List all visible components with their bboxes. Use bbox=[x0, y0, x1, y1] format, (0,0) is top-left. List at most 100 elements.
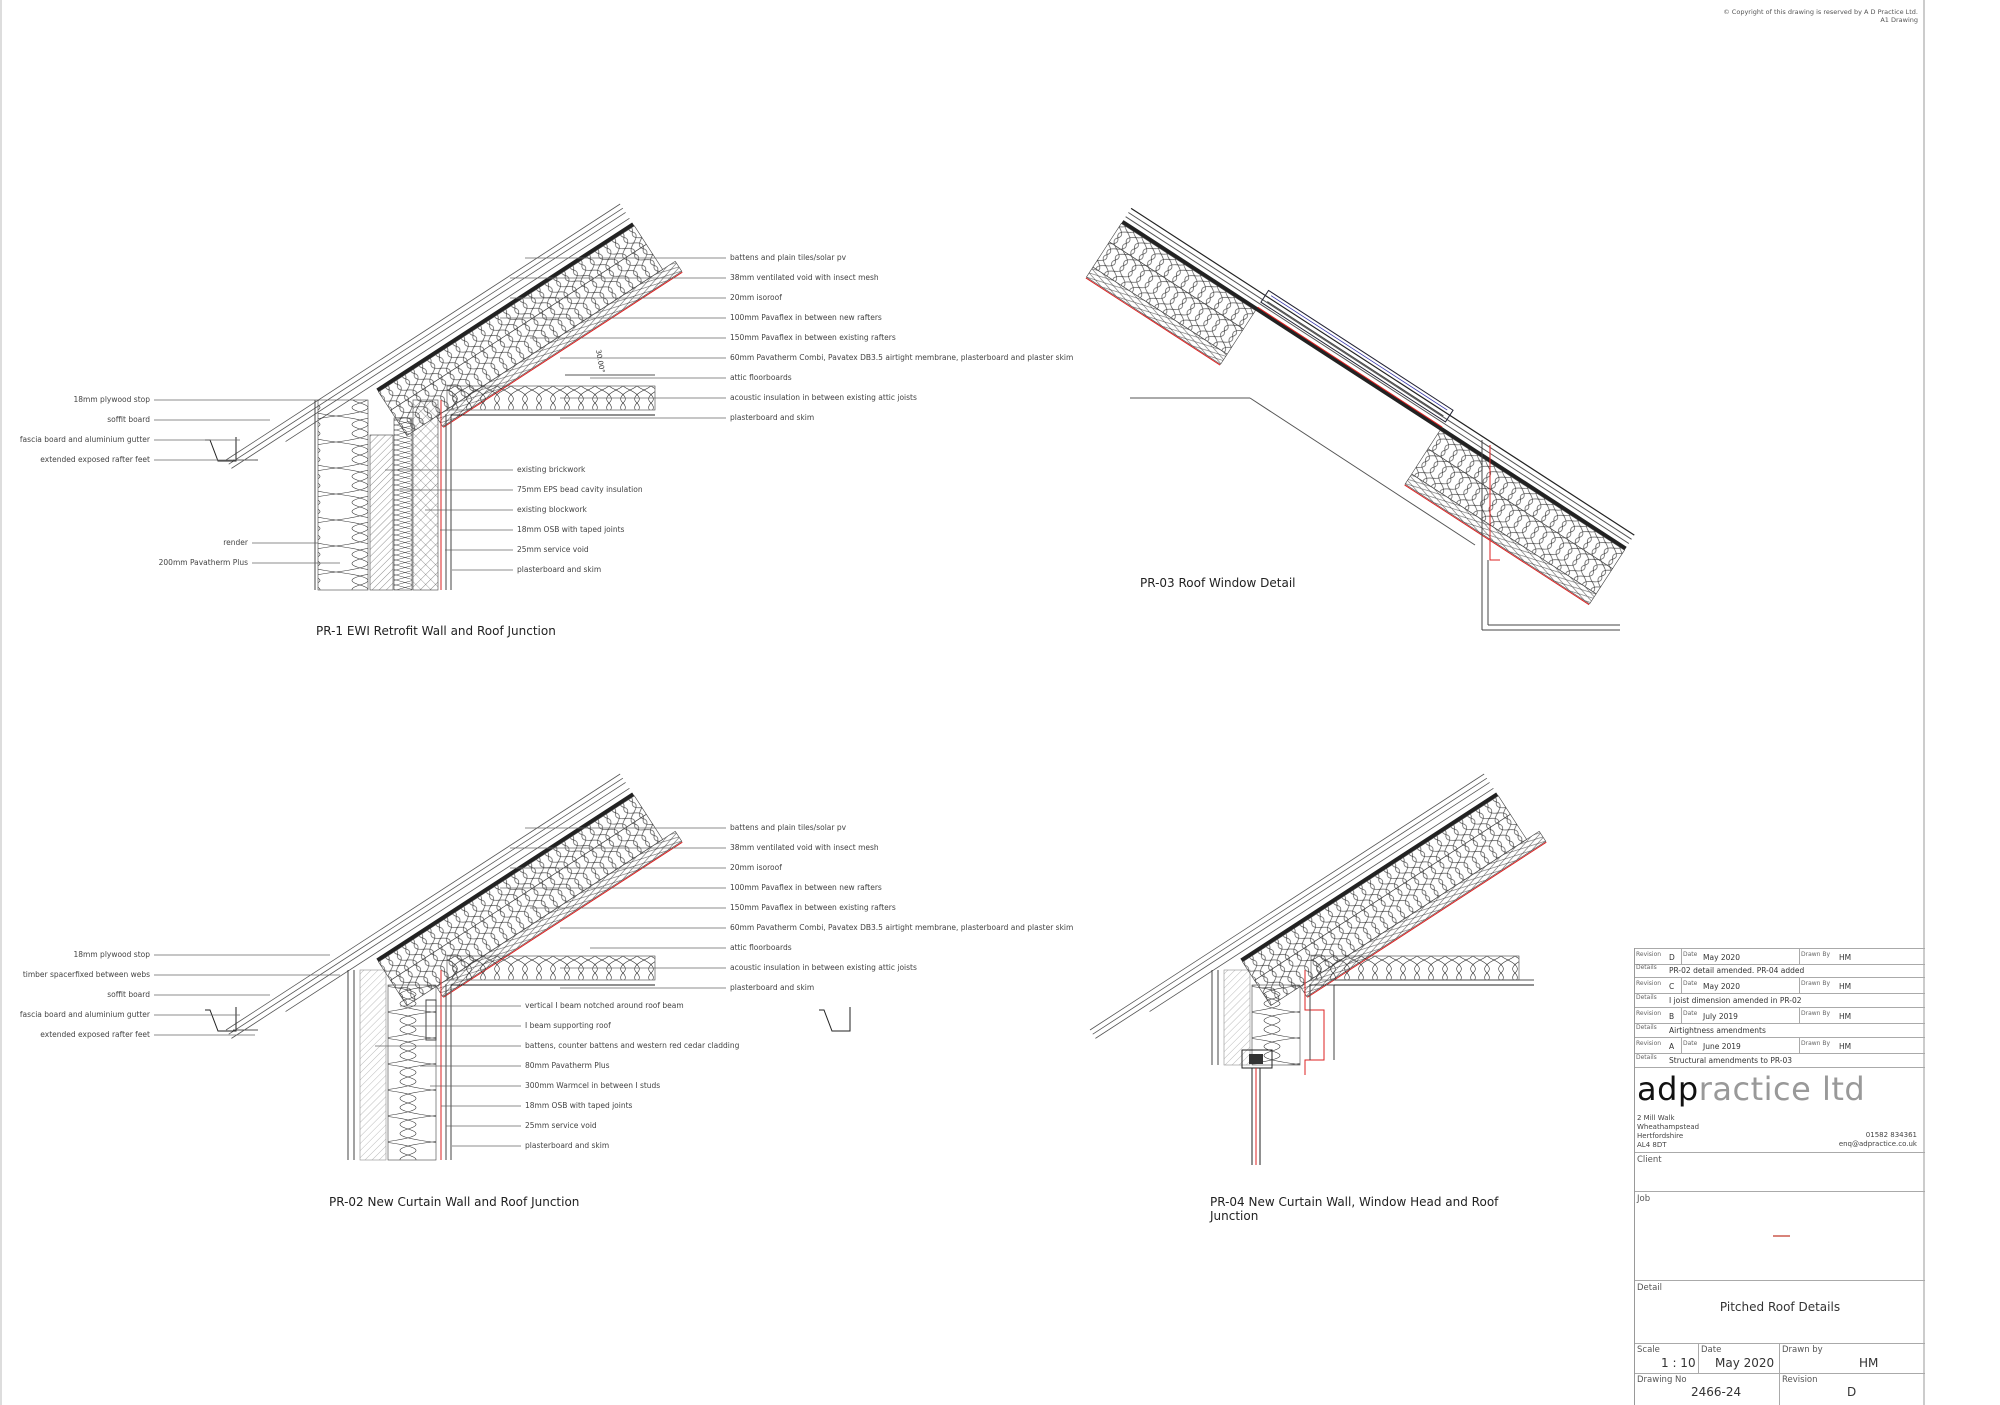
revision-drawn-by: HM bbox=[1839, 982, 1852, 991]
revision-date: July 2019 bbox=[1703, 1012, 1738, 1021]
drawn-caption: Drawn By bbox=[1801, 951, 1831, 958]
revision-details: Structural amendments to PR-03 bbox=[1669, 1056, 1793, 1065]
pr1-left-label: soffit board bbox=[107, 415, 150, 424]
pr02-right-label: 38mm ventilated void with insect mesh bbox=[730, 843, 879, 852]
detail-label: Detail bbox=[1637, 1283, 1663, 1293]
company-contact: 01582 834361 enq@adpractice.co.uk bbox=[1839, 1131, 1917, 1149]
revision-drawn-by: HM bbox=[1839, 1012, 1852, 1021]
pr02-right-label: plasterboard and skim bbox=[730, 983, 815, 992]
address-line: 2 Mill Walk bbox=[1637, 1114, 1675, 1122]
revision-date: May 2020 bbox=[1703, 953, 1740, 962]
date-caption: Date bbox=[1683, 951, 1698, 958]
pr03-title: PR-03 Roof Window Detail bbox=[1140, 576, 1296, 590]
revision-letter: A bbox=[1669, 1042, 1675, 1051]
pr02-wall-label: I beam supporting roof bbox=[525, 1021, 611, 1030]
drawn-by-value: HM bbox=[1859, 1356, 1879, 1370]
pr1-left-label: 200mm Pavatherm Plus bbox=[158, 558, 248, 567]
revision-caption: Revision bbox=[1636, 980, 1662, 987]
pr02-wall-label: plasterboard and skim bbox=[525, 1141, 610, 1150]
pr02-left-label: extended exposed rafter feet bbox=[40, 1030, 150, 1039]
drawn-caption: Drawn By bbox=[1801, 1010, 1831, 1017]
date-value: May 2020 bbox=[1715, 1356, 1775, 1370]
pr02-right-label: acoustic insulation in between existing … bbox=[730, 963, 917, 972]
scale-value: 1 : 10 bbox=[1661, 1356, 1696, 1370]
address-line: Hertfordshire bbox=[1637, 1132, 1684, 1140]
pr1-right-label: 100mm Pavaflex in between new rafters bbox=[730, 313, 882, 322]
details-caption: Details bbox=[1636, 1054, 1657, 1061]
date-caption: Date bbox=[1683, 1040, 1698, 1047]
revision-date: May 2020 bbox=[1703, 982, 1740, 991]
revision-row: Revision D Date May 2020 Drawn By HM bbox=[1635, 948, 1925, 965]
pr02-right-label: 150mm Pavaflex in between existing rafte… bbox=[730, 903, 896, 912]
pr04-detail-drawing bbox=[819, 765, 1547, 1165]
pr02-left-label: 18mm plywood stop bbox=[73, 950, 150, 959]
pr02-wall-label: vertical I beam notched around roof beam bbox=[525, 1001, 684, 1010]
pr02-wall-label: battens, counter battens and western red… bbox=[525, 1041, 740, 1050]
pr1-right-label: 38mm ventilated void with insect mesh bbox=[730, 273, 879, 282]
copyright-text: © Copyright of this drawing is reserved … bbox=[1723, 8, 1918, 16]
pr1-right-label: acoustic insulation in between existing … bbox=[730, 393, 917, 402]
pr1-detail-drawing: 30.00° bbox=[205, 195, 683, 591]
pr02-wall-label: 18mm OSB with taped joints bbox=[525, 1101, 633, 1110]
pr1-left-label: render bbox=[223, 538, 248, 547]
revision-details: PR-02 detail amended. PR-04 added bbox=[1669, 966, 1805, 975]
pr1-right-label: battens and plain tiles/solar pv bbox=[730, 253, 847, 262]
drawn-caption: Drawn By bbox=[1801, 980, 1831, 987]
address-line: Wheathampstead bbox=[1637, 1123, 1700, 1131]
pr02-left-label: fascia board and aluminium gutter bbox=[19, 1010, 150, 1019]
pr1-left-label: fascia board and aluminium gutter bbox=[19, 435, 150, 444]
pr02-right-label: battens and plain tiles/solar pv bbox=[730, 823, 847, 832]
revision-details-row: Details Structural amendments to PR-03 bbox=[1635, 1053, 1925, 1068]
revision-letter: C bbox=[1669, 982, 1675, 991]
company-logo: adpractice ltd bbox=[1637, 1072, 1865, 1106]
revision-row: Revision A Date June 2019 Drawn By HM bbox=[1635, 1038, 1925, 1054]
logo-bold: adp bbox=[1637, 1070, 1699, 1108]
drawing-no-label: Drawing No bbox=[1637, 1375, 1687, 1385]
date-caption: Date bbox=[1683, 980, 1698, 987]
date-caption: Date bbox=[1683, 1010, 1698, 1017]
pr03-detail-drawing bbox=[1085, 207, 1635, 631]
revision-date: June 2019 bbox=[1703, 1042, 1741, 1051]
pr1-wall-label: existing brickwork bbox=[517, 465, 586, 474]
pr1-left-label: 18mm plywood stop bbox=[73, 395, 150, 404]
pr1-right-label: plasterboard and skim bbox=[730, 413, 815, 422]
pr1-left-label: extended exposed rafter feet bbox=[40, 455, 150, 464]
revision-drawn-by: HM bbox=[1839, 953, 1852, 962]
pr02-left-label: timber spacerfixed between webs bbox=[22, 970, 150, 979]
pr02-wall-label: 300mm Warmcel in between I studs bbox=[525, 1081, 661, 1090]
revision-caption: Revision bbox=[1636, 951, 1662, 958]
client-label: Client bbox=[1637, 1155, 1662, 1165]
leader-lines bbox=[154, 257, 726, 1147]
pr02-right-label: 20mm isoroof bbox=[730, 863, 782, 872]
revision-letter: B bbox=[1669, 1012, 1675, 1021]
company-address: 2 Mill Walk Wheathampstead Hertfordshire… bbox=[1637, 1114, 1699, 1150]
logo-light: ractice ltd bbox=[1698, 1070, 1866, 1108]
revision-row: Revision B Date July 2019 Drawn By HM bbox=[1635, 1008, 1925, 1024]
revision-details-row: Details PR-02 detail amended. PR-04 adde… bbox=[1635, 963, 1925, 978]
revision-caption: Revision bbox=[1636, 1010, 1662, 1017]
pr1-wall-label: plasterboard and skim bbox=[517, 565, 602, 574]
pr02-left-label: soffit board bbox=[107, 990, 150, 999]
pr1-right-label: attic floorboards bbox=[730, 373, 792, 382]
sheet-size-text: A1 Drawing bbox=[1880, 16, 1918, 24]
pr04-title: PR-04 New Curtain Wall, Window Head and … bbox=[1210, 1195, 1498, 1223]
pr02-right-label: 100mm Pavaflex in between new rafters bbox=[730, 883, 882, 892]
pr02-title: PR-02 New Curtain Wall and Roof Junction bbox=[329, 1195, 580, 1209]
pr1-wall-label: 18mm OSB with taped joints bbox=[517, 525, 625, 534]
revision-label: Revision bbox=[1782, 1375, 1818, 1385]
revision-letter: D bbox=[1669, 953, 1675, 962]
scale-label: Scale bbox=[1637, 1345, 1660, 1355]
pr04-title-line1: PR-04 New Curtain Wall, Window Head and … bbox=[1210, 1195, 1499, 1209]
pr1-right-label: 150mm Pavaflex in between existing rafte… bbox=[730, 333, 896, 342]
pr1-wall-label: 25mm service void bbox=[517, 545, 589, 554]
phone-number: 01582 834361 bbox=[1865, 1131, 1917, 1139]
pr04-title-line2: Junction bbox=[1210, 1209, 1259, 1223]
details-caption: Details bbox=[1636, 964, 1657, 971]
pr02-wall-label: 25mm service void bbox=[525, 1121, 597, 1130]
revision-details: I joist dimension amended in PR-02 bbox=[1669, 996, 1802, 1005]
pr1-wall-label: 75mm EPS bead cavity insulation bbox=[517, 485, 643, 494]
date-label: Date bbox=[1701, 1345, 1722, 1355]
revision-caption: Revision bbox=[1636, 1040, 1662, 1047]
revision-details: Airtightness amendments bbox=[1669, 1026, 1766, 1035]
